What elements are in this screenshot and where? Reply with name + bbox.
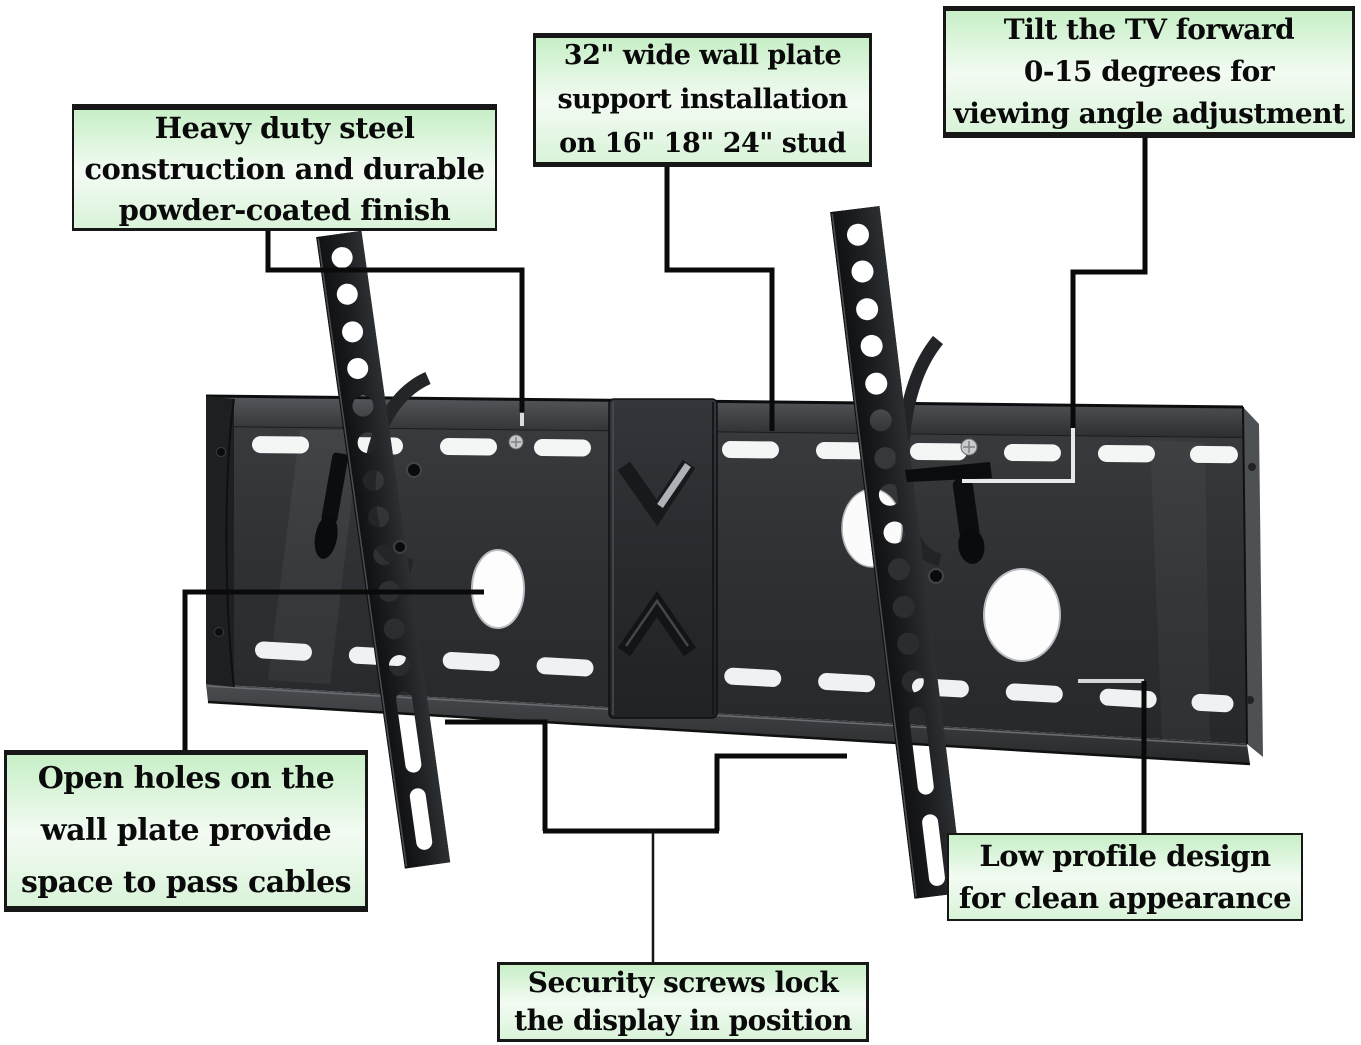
tilt-lever-right (905, 462, 992, 564)
pivot-bolt-left (406, 462, 422, 478)
callout-wall-plate-width: 32" wide wall plate support installation… (533, 33, 872, 167)
tv-bracket-arm-left (316, 230, 451, 869)
leader-lines (182, 138, 1148, 962)
pivot-bolt-right (928, 568, 944, 584)
callout-security-screws: Security screws lock the display in posi… (497, 962, 869, 1042)
callout-text-line: Tilt the TV forward (1003, 12, 1295, 46)
chevron-up-icon (617, 590, 697, 657)
leader-tilt-adjustment (1070, 138, 1148, 428)
leader-tilt-adjustment-on-plate (962, 428, 1075, 483)
callout-text-line: viewing angle adjustment (953, 96, 1345, 130)
callout-text-line: construction and durable (84, 151, 485, 186)
callout-text-line: wall plate provide (40, 812, 332, 848)
callout-low-profile: Low profile design for clean appearance (947, 833, 1303, 921)
callout-text-line: Low profile design (979, 839, 1271, 873)
callout-text-line: the display in position (514, 1004, 852, 1037)
leader-heavy-duty-steel (265, 230, 525, 412)
callout-text-line: on 16" 18" 24" stud (559, 128, 846, 159)
callout-heavy-duty-steel: Heavy duty steel construction and durabl… (72, 104, 497, 231)
callout-cable-holes: Open holes on the wall plate provide spa… (4, 750, 368, 912)
chevron-down-icon (617, 459, 696, 527)
callout-tilt-adjustment: Tilt the TV forward 0-15 degrees for vie… (943, 6, 1355, 138)
callout-text-line: space to pass cables (20, 864, 352, 900)
callout-text-line: support installation (557, 84, 848, 115)
cable-hole-right (983, 568, 1061, 662)
tilt-lever-left (314, 452, 349, 559)
center-cover (608, 398, 718, 719)
callout-text-line: Security screws lock (527, 966, 839, 999)
plate-left-endcap (206, 396, 235, 688)
leader-cable-holes (182, 589, 484, 750)
callout-text-line: powder-coated finish (118, 192, 451, 227)
callout-text-line: Open holes on the (37, 760, 335, 796)
callout-text-line: 32" wide wall plate (563, 40, 842, 71)
security-screw-right (960, 438, 978, 456)
callout-text-line: 0-15 degrees for (1023, 54, 1275, 88)
plate-right-endcap (1243, 407, 1263, 757)
leader-wall-plate-width (664, 166, 775, 431)
leader-security-screws-left (445, 719, 548, 831)
callout-text-line: for clean appearance (958, 881, 1292, 915)
security-screw-left (508, 434, 524, 450)
callout-text-line: Heavy duty steel (154, 110, 415, 145)
cable-hole-left (471, 549, 525, 629)
leader-security-screws-right (714, 753, 847, 831)
wall-plate (205, 394, 1263, 766)
tv-bracket-arm-right (830, 205, 964, 899)
pivot-bolt-left-lower (393, 540, 407, 554)
